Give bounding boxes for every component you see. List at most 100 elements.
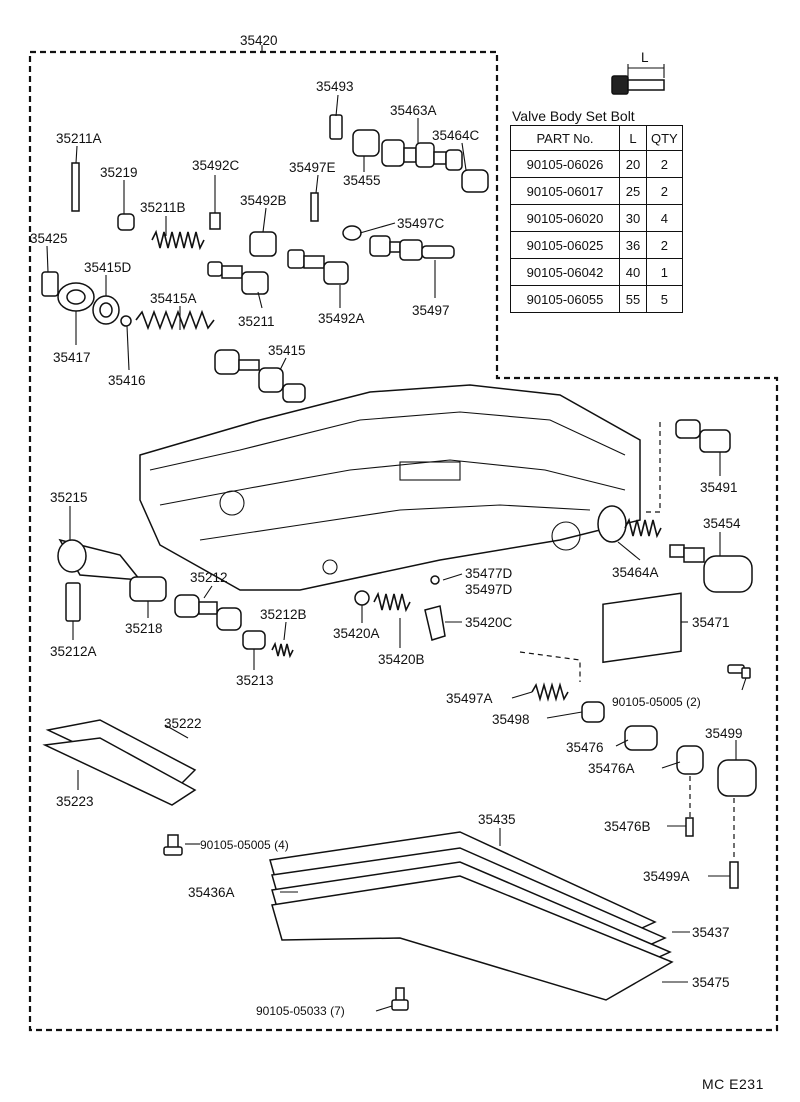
part-35497c — [342, 225, 362, 241]
bolt-length: 20 — [619, 150, 647, 178]
part-35463a-valve — [381, 139, 463, 171]
bolt-length: 25 — [619, 177, 647, 205]
label-bolt-05005-4: 90105-05005 (4) — [200, 838, 289, 852]
label-35436a: 35436A — [188, 885, 235, 900]
label-35455: 35455 — [343, 173, 381, 188]
part-35491 — [675, 419, 731, 453]
bolt-part-number: 90105-06042 — [510, 258, 620, 286]
part-labels: 35420 35493 35463A 35464C 35211A 35219 3… — [30, 33, 743, 1018]
label-35211: 35211 — [238, 314, 275, 329]
label-bolt-05005-2: 90105-05005 (2) — [612, 695, 701, 709]
part-35213 — [242, 630, 266, 650]
set-bolt-illustration — [611, 64, 665, 95]
label-35477d: 35477D — [465, 566, 513, 581]
part-35493 — [329, 114, 343, 140]
bolt-05033-7 — [391, 987, 409, 1011]
label-35475: 35475 — [692, 975, 730, 990]
bolt-table: PART No. L QTY 90105-06026 20 2 90105-06… — [510, 125, 683, 313]
leader-lines — [46, 94, 747, 1012]
part-35492b — [249, 231, 277, 257]
label-35464a: 35464A — [612, 565, 659, 580]
part-35454 — [669, 544, 753, 593]
part-35492a-valve — [287, 249, 349, 285]
label-35437: 35437 — [692, 925, 730, 940]
bolt-qty: 1 — [646, 258, 683, 286]
label-35464c: 35464C — [432, 128, 480, 143]
bolt-part-number: 90105-06026 — [510, 150, 620, 178]
part-35415-valve — [214, 349, 306, 403]
part-35499a — [729, 861, 739, 889]
label-35454: 35454 — [703, 516, 741, 531]
label-35476a: 35476A — [588, 761, 635, 776]
bolt-part-number: 90105-06055 — [510, 285, 620, 313]
label-35211b: 35211B — [140, 200, 186, 215]
label-35476b: 35476B — [604, 819, 651, 834]
label-35499a: 35499A — [643, 869, 690, 884]
bolt-length: 36 — [619, 231, 647, 259]
label-35215: 35215 — [50, 490, 88, 505]
part-35492c — [209, 212, 221, 230]
label-35497a: 35497A — [446, 691, 493, 706]
label-35415d: 35415D — [84, 260, 132, 275]
label-35212a: 35212A — [50, 644, 97, 659]
label-35218: 35218 — [125, 621, 163, 636]
table-row: 90105-06026 20 2 — [510, 150, 683, 178]
part-35223-gasket — [42, 737, 197, 806]
table-row: 90105-06017 25 2 — [510, 177, 683, 205]
part-35416 — [120, 315, 132, 327]
label-35417: 35417 — [53, 350, 91, 365]
part-35417-sleeve — [57, 282, 95, 312]
part-35497e — [310, 192, 319, 222]
part-35497a-spring — [531, 682, 569, 702]
part-35212b-spring — [271, 641, 294, 659]
part-35219 — [117, 213, 135, 231]
bolt-part-number: 90105-06025 — [510, 231, 620, 259]
label-35497: 35497 — [412, 303, 450, 318]
bolt-part-number: 90105-06020 — [510, 204, 620, 232]
label-35425: 35425 — [30, 231, 68, 246]
bolt-qty: 4 — [646, 204, 683, 232]
part-35420c — [424, 605, 446, 641]
label-35212: 35212 — [190, 570, 228, 585]
bolt-table-header-l: L — [619, 125, 647, 151]
bolt-qty: 2 — [646, 177, 683, 205]
table-row: 90105-06020 30 4 — [510, 204, 683, 232]
bolt-qty: 2 — [646, 150, 683, 178]
part-35497-valve — [369, 235, 455, 261]
label-35420: 35420 — [240, 33, 278, 48]
label-35492a: 35492A — [318, 311, 365, 326]
label-35219: 35219 — [100, 165, 138, 180]
label-35222: 35222 — [164, 716, 202, 731]
label-35213: 35213 — [236, 673, 274, 688]
label-35471: 35471 — [692, 615, 730, 630]
assembly-boundary — [28, 50, 779, 1032]
part-35471-plate — [602, 592, 682, 664]
bolt-table-header-qty: QTY — [646, 125, 683, 151]
part-35420b-spring — [373, 591, 411, 613]
diagram-code: MC E231 — [702, 1076, 764, 1092]
label-35492b: 35492B — [240, 193, 287, 208]
table-row: 90105-06042 40 1 — [510, 258, 683, 286]
part-35455 — [352, 129, 380, 157]
part-35218 — [129, 576, 167, 602]
label-35223: 35223 — [56, 794, 94, 809]
part-35425 — [41, 271, 59, 297]
bolt-length: 30 — [619, 204, 647, 232]
label-35420b: 35420B — [378, 652, 425, 667]
part-35415d-washer — [92, 295, 120, 325]
label-35493: 35493 — [316, 79, 354, 94]
bolt-qty: 5 — [646, 285, 683, 313]
label-35476: 35476 — [566, 740, 604, 755]
bolt-05005-4 — [163, 834, 183, 856]
label-dim-l: L — [641, 50, 649, 65]
label-35415: 35415 — [268, 343, 306, 358]
part-35476 — [624, 725, 658, 751]
label-35497e: 35497E — [289, 160, 336, 175]
label-35435: 35435 — [478, 812, 516, 827]
part-35211-valve — [207, 261, 269, 295]
label-35212b: 35212B — [260, 607, 307, 622]
label-35491: 35491 — [700, 480, 738, 495]
label-35420a: 35420A — [333, 626, 380, 641]
part-35477d — [430, 575, 440, 585]
